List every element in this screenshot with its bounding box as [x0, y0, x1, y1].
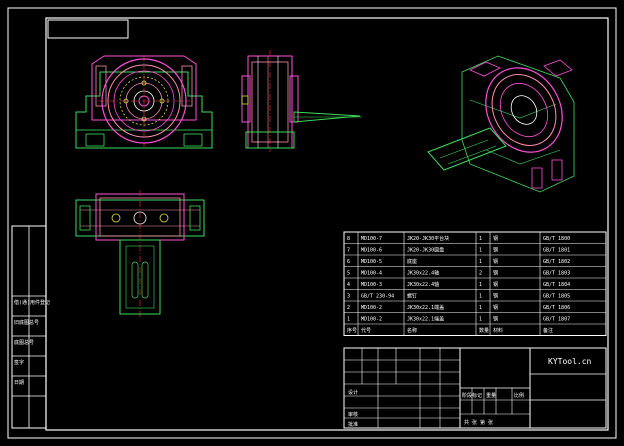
plan-view	[75, 190, 205, 318]
left-strip: 借(通)用件登记 旧底图总号 底图总号 签字 日期	[11, 225, 50, 429]
parts-cell-name: JK30x22.1端盖	[407, 316, 444, 323]
parts-cell-note: GB/T 1800	[543, 236, 570, 242]
title-block-label-sheet: 共 张 第 张	[464, 419, 493, 426]
drawing-frame	[45, 17, 609, 431]
title-block-label-check: 审核	[348, 411, 358, 418]
title-block-label-weight: 重量	[486, 392, 496, 399]
parts-cell-note: GB/T 1804	[543, 282, 570, 288]
parts-cell-mat: 钢	[493, 304, 498, 311]
parts-cell-note: GB/T 1801	[543, 248, 570, 254]
parts-cell-code: MD100-5	[361, 259, 382, 265]
parts-cell-note: GB/T 1807	[543, 317, 570, 323]
title-block-label-approve: 批准	[348, 421, 358, 428]
parts-cell-mat: 钢	[493, 281, 498, 288]
parts-cell-qty: 1	[479, 236, 482, 242]
parts-cell-mat: 钢	[493, 270, 498, 277]
parts-cell-code: MD100-7	[361, 236, 382, 242]
left-strip-label-5: 日期	[14, 380, 24, 386]
parts-cell-no: 4	[347, 282, 350, 288]
parts-cell-mat: 钢	[493, 235, 498, 242]
parts-cell-note: GB/T 1805	[543, 294, 570, 300]
parts-cell-note: GB/T 1803	[543, 271, 570, 277]
parts-cell-qty: 1	[479, 294, 482, 300]
title-block-brand: KYTool.cn	[548, 357, 592, 366]
title-block-label-design: 设计	[348, 389, 358, 396]
side-view	[241, 50, 362, 152]
parts-cell-qty: 2	[479, 271, 482, 277]
isometric-view	[427, 55, 575, 193]
parts-cell-qty: 1	[479, 317, 482, 323]
parts-cell-mat: 钢	[493, 247, 498, 254]
title-block-label-scale: 比例	[514, 392, 524, 399]
parts-cell-code: GB/T 230-94	[361, 294, 394, 300]
parts-cell-note: GB/T 1802	[543, 259, 570, 265]
title-block-label-stage: 阶段标记	[462, 392, 482, 399]
parts-header-name: 名称	[407, 327, 417, 334]
left-strip-label-3: 底图总号	[14, 339, 34, 346]
parts-cell-code: MD100-4	[361, 271, 382, 277]
parts-cell-name: 螺钉	[407, 293, 417, 300]
parts-cell-code: MD100-2	[361, 305, 382, 311]
parts-cell-code: MD100-6	[361, 248, 382, 254]
parts-cell-name: JK30x22.4轴	[407, 270, 439, 277]
sheet-border	[7, 7, 617, 439]
left-strip-label-2: 旧底图总号	[14, 319, 39, 326]
parts-cell-code: MD100-3	[361, 282, 382, 288]
parts-cell-note: GB/T 1806	[543, 305, 570, 311]
parts-cell-no: 5	[347, 271, 350, 277]
drawing-code-box	[47, 19, 129, 39]
parts-cell-mat: 钢	[493, 258, 498, 265]
parts-cell-qty: 1	[479, 248, 482, 254]
parts-header-note: 备注	[543, 327, 553, 334]
parts-cell-code: MD100-2	[361, 317, 382, 323]
parts-cell-name: JK30x22.1端盖	[407, 304, 444, 311]
parts-cell-name: JK30x22.4轴	[407, 281, 439, 288]
parts-cell-mat: 钢	[493, 316, 498, 323]
parts-cell-name: JK20-JK30圆盘	[407, 247, 444, 254]
front-view	[75, 55, 213, 149]
parts-header-qty: 数量	[479, 327, 489, 334]
parts-cell-name: 底座	[407, 258, 417, 265]
parts-cell-qty: 1	[479, 282, 482, 288]
title-block: 设计 审核 批准 阶段标记 重量 比例 共 张 第 张 KYTool.cn	[343, 347, 607, 429]
parts-cell-no: 6	[347, 259, 350, 265]
parts-header-code: 代号	[361, 327, 371, 334]
parts-cell-no: 2	[347, 305, 350, 311]
parts-cell-qty: 1	[479, 305, 482, 311]
parts-header-no: 序号	[347, 327, 357, 334]
parts-cell-mat: 钢	[493, 293, 498, 300]
parts-cell-no: 7	[347, 248, 350, 254]
parts-header-mat: 材料	[493, 327, 503, 334]
left-strip-label-4: 签字	[14, 359, 24, 366]
parts-cell-no: 3	[347, 294, 350, 300]
parts-cell-no: 1	[347, 317, 350, 323]
parts-cell-name: JK20-JK30平台块	[407, 235, 449, 242]
parts-cell-no: 8	[347, 236, 350, 242]
parts-cell-qty: 1	[479, 259, 482, 265]
left-strip-label-1: 借(通)用件登记	[14, 299, 50, 306]
